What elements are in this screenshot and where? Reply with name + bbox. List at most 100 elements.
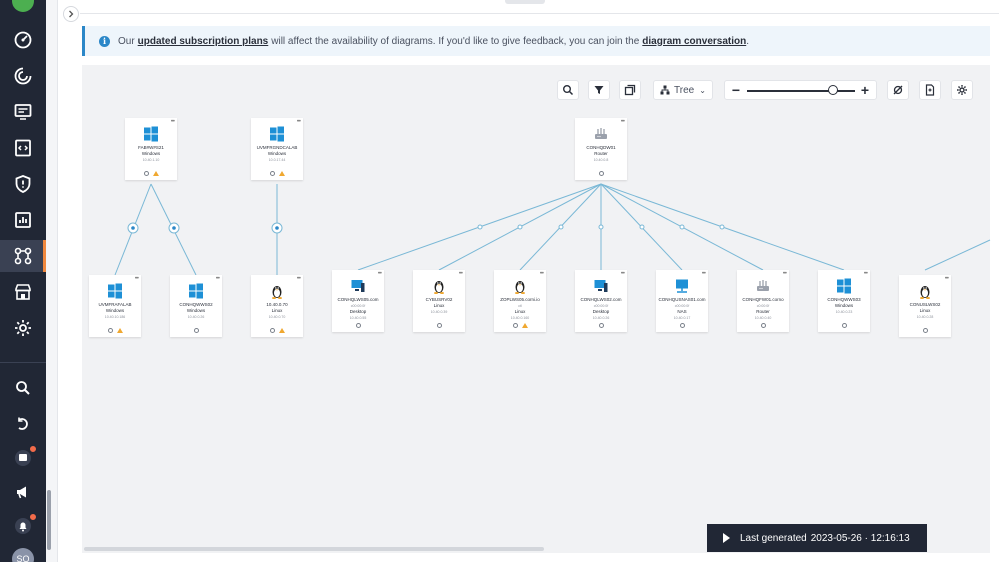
info-icon[interactable]	[269, 171, 275, 176]
warning-icon[interactable]	[116, 328, 123, 333]
chevron-right-icon	[69, 10, 74, 18]
sidebar-item-undo[interactable]	[0, 408, 46, 440]
sidebar-item-diagrams[interactable]	[0, 240, 46, 272]
device-ip: 10.0.17.44	[268, 158, 286, 162]
hide-labels-button[interactable]	[887, 80, 909, 100]
device-status	[413, 323, 465, 328]
device-type: Linux	[919, 308, 931, 313]
view-mode-select[interactable]: Tree ⌄	[653, 80, 713, 100]
sidebar-item-dashboard[interactable]	[0, 24, 46, 56]
zoom-in-button[interactable]: +	[860, 82, 870, 98]
eye-off-icon	[893, 85, 903, 95]
zoom-slider-handle[interactable]	[828, 85, 839, 95]
top-drag-handle[interactable]	[505, 0, 545, 4]
device-type: Windows	[186, 308, 206, 313]
filter-button[interactable]	[588, 80, 610, 100]
nas-icon	[656, 278, 708, 294]
node-menu-icon[interactable]: •••	[215, 276, 220, 282]
sidebar-item-scripts[interactable]	[0, 132, 46, 164]
sidebar-item-announcements[interactable]	[0, 476, 46, 508]
subscription-plans-link[interactable]: updated subscription plans	[137, 35, 269, 47]
sidebar-item-store[interactable]	[0, 276, 46, 308]
play-icon	[723, 533, 730, 543]
search-button[interactable]	[557, 80, 579, 100]
device-ip: 10.40.0.17	[673, 316, 691, 320]
sidebar-item-chat[interactable]	[0, 442, 46, 474]
info-icon[interactable]	[143, 171, 149, 176]
node-menu-icon[interactable]: •••	[377, 271, 382, 277]
warning-icon[interactable]	[152, 171, 159, 176]
node-menu-icon[interactable]: •••	[134, 276, 139, 282]
device-status	[251, 171, 303, 176]
warning-icon[interactable]	[521, 323, 528, 328]
info-icon[interactable]	[193, 328, 199, 333]
sidebar-item-search[interactable]	[0, 372, 46, 404]
last-generated-label: Last generated	[740, 532, 807, 544]
brand-logo[interactable]	[12, 0, 34, 12]
device-ip: 10.40.0.26	[187, 315, 205, 319]
export-button[interactable]	[919, 80, 941, 100]
info-icon[interactable]	[269, 328, 275, 333]
info-icon[interactable]	[841, 323, 847, 328]
info-icon[interactable]	[760, 323, 766, 328]
node-menu-icon[interactable]: •••	[170, 119, 175, 125]
node-menu-icon[interactable]: •••	[863, 271, 868, 277]
info-icon[interactable]	[355, 323, 361, 328]
device-type: Desktop	[592, 309, 610, 314]
info-icon[interactable]	[598, 323, 604, 328]
info-icon[interactable]	[598, 171, 604, 176]
warning-icon[interactable]	[278, 328, 285, 333]
node-menu-icon[interactable]: •••	[539, 271, 544, 277]
node-menu-icon[interactable]: •••	[296, 119, 301, 125]
node-menu-icon[interactable]: •••	[296, 276, 301, 282]
warning-icon[interactable]	[278, 171, 285, 176]
canvas-horizontal-scrollbar[interactable]	[84, 547, 544, 551]
node-menu-icon[interactable]: •••	[458, 271, 463, 277]
collapse-sidebar-button[interactable]	[63, 6, 79, 22]
info-icon[interactable]	[512, 323, 518, 328]
info-icon[interactable]	[436, 323, 442, 328]
copy-button[interactable]	[619, 80, 641, 100]
node-menu-icon[interactable]: •••	[620, 271, 625, 277]
sidebar-item-security[interactable]	[0, 168, 46, 200]
sidebar-item-settings[interactable]	[0, 312, 46, 344]
sidebar-item-devices[interactable]	[0, 96, 46, 128]
diagram-settings-button[interactable]	[951, 80, 973, 100]
device-status	[494, 323, 546, 328]
sidebar-item-reports[interactable]	[0, 204, 46, 236]
sidebar-scrollbar[interactable]	[47, 490, 51, 550]
info-icon[interactable]	[107, 328, 113, 333]
windows-icon	[170, 283, 222, 299]
sidebar-divider	[0, 362, 46, 363]
reports-icon	[15, 212, 31, 228]
node-menu-icon[interactable]: •••	[944, 276, 949, 282]
zoom-slider-track[interactable]	[747, 90, 855, 92]
sidebar-item-analytics[interactable]	[0, 60, 46, 92]
device-ip: 10.40.0.39	[430, 310, 448, 314]
node-menu-icon[interactable]: •••	[782, 271, 787, 277]
avatar[interactable]: SO	[12, 548, 34, 562]
sidebar-item-notifications[interactable]	[0, 510, 46, 542]
last-generated-toast[interactable]: Last generated 2023-05-26 · 12:16:13	[707, 524, 927, 552]
zoom-out-button[interactable]: −	[731, 82, 741, 98]
diagram-conversation-link[interactable]: diagram conversation	[642, 35, 747, 47]
device-extra: c00:00:0f	[350, 304, 366, 308]
info-icon[interactable]	[679, 323, 685, 328]
node-menu-icon[interactable]: •••	[620, 119, 625, 125]
node-menu-icon[interactable]: •••	[701, 271, 706, 277]
info-icon[interactable]	[922, 328, 928, 333]
